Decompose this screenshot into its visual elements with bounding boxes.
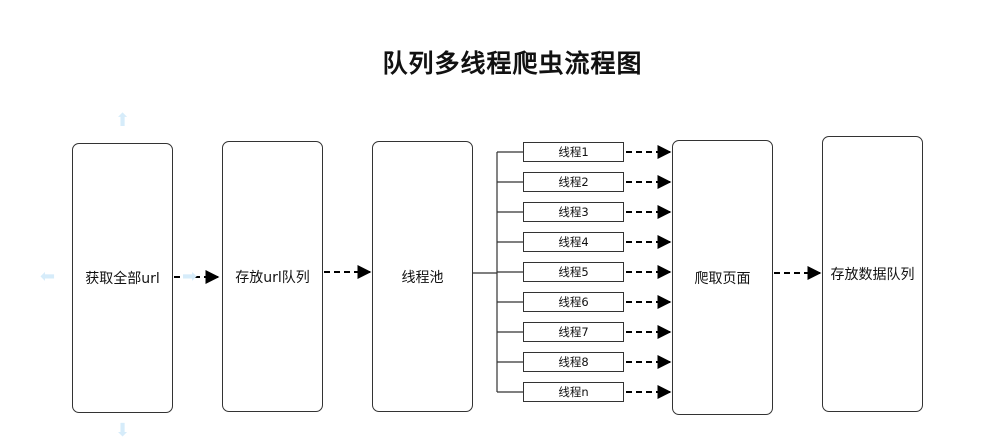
thread-label: 线程7: [558, 325, 589, 339]
thread-box[interactable]: 线程7: [523, 322, 624, 342]
thread-box[interactable]: 线程8: [523, 352, 624, 372]
thread-box[interactable]: 线程1: [523, 142, 624, 162]
thread-label: 线程n: [558, 385, 589, 399]
node-thread-pool-label: 线程池: [401, 269, 444, 286]
thread-box[interactable]: 线程3: [523, 202, 624, 222]
thread-label: 线程1: [558, 145, 589, 159]
thread-box[interactable]: 线程5: [523, 262, 624, 282]
resize-handle-up-icon[interactable]: ⬆: [115, 110, 131, 131]
thread-box[interactable]: 线程2: [523, 172, 624, 192]
node-data-queue[interactable]: 存放数据队列: [822, 136, 923, 412]
node-crawl-page[interactable]: 爬取页面: [672, 140, 773, 415]
thread-label: 线程8: [558, 355, 589, 369]
thread-label: 线程4: [558, 235, 589, 249]
thread-box[interactable]: 线程6: [523, 292, 624, 312]
node-crawl-page-label: 爬取页面: [694, 270, 751, 287]
resize-handle-down-icon[interactable]: ⬇: [115, 420, 131, 441]
node-data-queue-label: 存放数据队列: [830, 267, 915, 283]
resize-handle-right-icon[interactable]: ➡: [182, 266, 198, 287]
thread-box[interactable]: 线程n: [523, 382, 624, 402]
thread-label: 线程6: [558, 295, 589, 309]
node-url-queue-label: 存放url队列: [235, 269, 310, 286]
node-thread-pool[interactable]: 线程池: [372, 141, 473, 412]
diagram-title: 队列多线程爬虫流程图: [382, 49, 643, 78]
thread-label: 线程2: [558, 175, 589, 189]
node-get-urls-label: 获取全部url: [85, 271, 160, 287]
thread-label: 线程5: [558, 265, 589, 279]
node-url-queue[interactable]: 存放url队列: [222, 141, 323, 412]
thread-box[interactable]: 线程4: [523, 232, 624, 252]
node-get-urls[interactable]: 获取全部url: [72, 143, 173, 413]
resize-handle-left-icon[interactable]: ⬅: [40, 266, 56, 287]
thread-label: 线程3: [558, 205, 589, 219]
